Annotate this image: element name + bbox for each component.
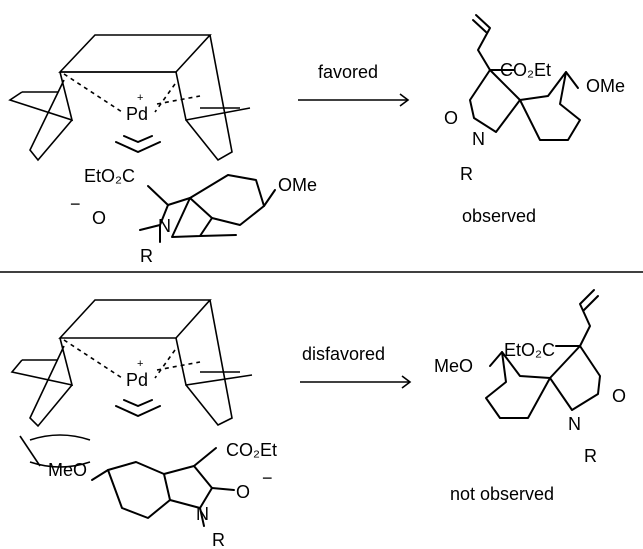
product-methoxy-label: OMe bbox=[586, 76, 625, 96]
product-r-label: R bbox=[460, 164, 473, 184]
pd-bonds-bottom bbox=[63, 339, 201, 379]
product-nitrogen-label: N bbox=[568, 414, 581, 434]
pd-charge: + bbox=[137, 358, 143, 370]
bottom-panel: Pd + CO₂Et O − N R MeO disfavored bbox=[10, 289, 626, 549]
enolate-oxygen-label: O bbox=[92, 208, 106, 228]
enolate-ester-label: CO₂Et bbox=[226, 440, 277, 460]
enolate-bottom bbox=[91, 447, 235, 527]
outcome-not-observed: not observed bbox=[450, 484, 554, 504]
enolate-ester-label: EtO₂C bbox=[84, 166, 135, 186]
arrow-label-disfavored: disfavored bbox=[302, 344, 385, 364]
enolate-charge-label: − bbox=[70, 194, 81, 214]
product-bottom bbox=[485, 289, 601, 419]
product-ester-label: CO₂Et bbox=[500, 60, 551, 80]
enolate-methoxy-label: MeO bbox=[48, 460, 87, 480]
ligand-cage-top bbox=[8, 34, 251, 162]
allyl-ligand-top bbox=[115, 141, 161, 153]
enolate-r-label: R bbox=[140, 246, 153, 266]
enolate-nitrogen-label: N bbox=[196, 504, 209, 524]
enolate-charge-label: − bbox=[262, 468, 273, 488]
product-methoxy-label: MeO bbox=[434, 356, 473, 376]
product-nitrogen-label: N bbox=[472, 129, 485, 149]
steric-clash-marker bbox=[29, 434, 91, 441]
pd-label: Pd bbox=[126, 104, 148, 124]
arrow-label-favored: favored bbox=[318, 62, 378, 82]
enolate-top bbox=[139, 174, 276, 243]
product-carbonyl-label: O bbox=[444, 108, 458, 128]
outcome-observed: observed bbox=[462, 206, 536, 226]
enolate-oxygen-label: O bbox=[236, 482, 250, 502]
ligand-cage-bottom bbox=[10, 299, 253, 428]
top-panel: Pd + EtO₂C O − N R OMe favored bbox=[8, 14, 625, 266]
enolate-nitrogen-label: N bbox=[158, 216, 171, 236]
pd-charge: + bbox=[137, 92, 143, 104]
pd-bonds-top bbox=[63, 73, 201, 113]
product-top bbox=[469, 14, 581, 141]
allyl-ligand-bottom bbox=[115, 405, 161, 417]
pd-label: Pd bbox=[126, 370, 148, 390]
enolate-r-label: R bbox=[212, 530, 225, 549]
enolate-methoxy-label: OMe bbox=[278, 175, 317, 195]
product-carbonyl-label: O bbox=[612, 386, 626, 406]
product-r-label: R bbox=[584, 446, 597, 466]
product-ester-label: EtO₂C bbox=[504, 340, 555, 360]
